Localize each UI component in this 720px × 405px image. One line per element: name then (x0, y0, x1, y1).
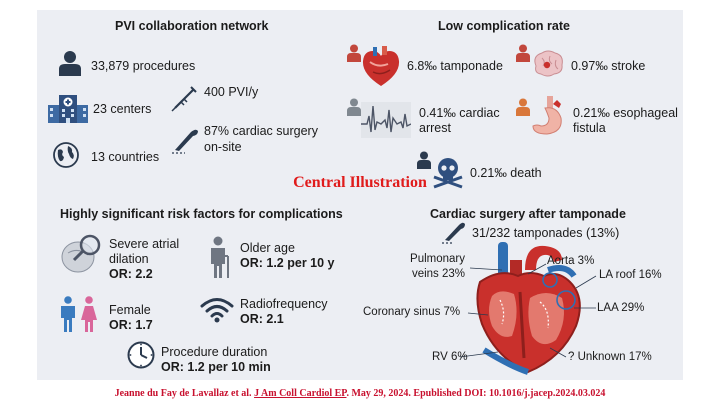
coronary-sinus-label: Coronary sinus 7% (363, 306, 461, 318)
pulmonary-veins-line1: Pulmonary (410, 253, 465, 265)
duration-or: OR: 1.2 per 10 min (161, 360, 271, 374)
pulmonary-veins-line2: veins 23% (411, 268, 465, 280)
patient-icon (347, 98, 361, 116)
atrial-line1: Severe atrial (109, 237, 180, 251)
arrest-line2: arrest (419, 121, 451, 135)
centers-label: 23 centers (93, 102, 152, 116)
brain-icon (534, 50, 563, 77)
clock-icon (127, 341, 155, 369)
citation-details: . May 29, 2024. Epublished DOI: 10.1016/… (346, 388, 606, 399)
male-icon (61, 296, 75, 332)
procedures-label: 33,879 procedures (91, 59, 196, 73)
stomach-icon (532, 96, 562, 135)
age-label: Older age (240, 241, 295, 255)
callout-lines (459, 263, 597, 358)
female-icon (81, 296, 97, 332)
arrest-line1: 0.41‰ cardiac (419, 106, 500, 120)
unknown-label: ? Unknown 17% (568, 351, 652, 363)
heart-anatomy-icon (476, 242, 581, 375)
risk-title: Highly significant risk factors for comp… (60, 207, 343, 221)
female-or: OR: 1.7 (109, 318, 153, 332)
person-icon (59, 51, 81, 76)
surgery-onsite-line2: on-site (204, 140, 242, 154)
atrial-line2: dilation (109, 252, 149, 266)
stroke-label: 0.97‰ stroke (571, 59, 646, 73)
catheter-icon (171, 86, 197, 112)
aorta-label: Aorta 3% (547, 255, 595, 267)
la-roof-label: LA roof 16% (599, 269, 662, 281)
rf-label: Radiofrequency (240, 297, 328, 311)
citation-journal-link[interactable]: J Am Coll Cardiol EP (254, 388, 347, 399)
countries-label: 13 countries (91, 150, 160, 164)
patient-icon (516, 98, 530, 116)
rf-or: OR: 2.1 (240, 312, 284, 326)
age-or: OR: 1.2 per 10 y (240, 256, 335, 270)
network-title: PVI collaboration network (115, 19, 269, 33)
surgery-onsite-line1: 87% cardiac surgery (204, 124, 318, 138)
wifi-radiofrequency-icon (200, 298, 234, 323)
skull-icon (433, 158, 463, 189)
fistula-line1: 0.21‰ esophageal (573, 106, 678, 120)
central-illustration-title: Central Illustration (293, 174, 427, 191)
complications-title: Low complication rate (438, 19, 570, 33)
duration-label: Procedure duration (161, 345, 268, 359)
citation-authors: Jeanne du Fay de Lavallaz et al. (114, 388, 252, 399)
patient-icon (417, 151, 431, 169)
patient-icon (516, 44, 530, 62)
elderly-icon (211, 236, 229, 278)
surgery-title: Cardiac surgery after tamponade (430, 207, 626, 221)
scalpel-icon (172, 129, 198, 154)
ecg-icon (361, 102, 411, 138)
fistula-line2: fistula (573, 121, 606, 135)
dilated-atrium-icon (61, 234, 101, 273)
death-label: 0.21‰ death (470, 166, 542, 180)
rv-label: RV 6% (432, 351, 468, 363)
globe-icon (53, 142, 79, 168)
pvi-per-year-label: 400 PVI/y (204, 85, 259, 99)
citation: Jeanne du Fay de Lavallaz et al. J Am Co… (0, 388, 720, 399)
laa-label: LAA 29% (597, 302, 645, 314)
scalpel-icon (442, 222, 465, 244)
tamponade-count: 31/232 tamponades (13%) (472, 226, 620, 240)
hospital-icon (48, 95, 88, 123)
atrial-or: OR: 2.2 (109, 267, 153, 281)
female-label: Female (109, 303, 151, 317)
heart-icon (362, 46, 400, 86)
tamponade-label: 6.8‰ tamponade (407, 59, 503, 73)
patient-icon (347, 44, 361, 62)
